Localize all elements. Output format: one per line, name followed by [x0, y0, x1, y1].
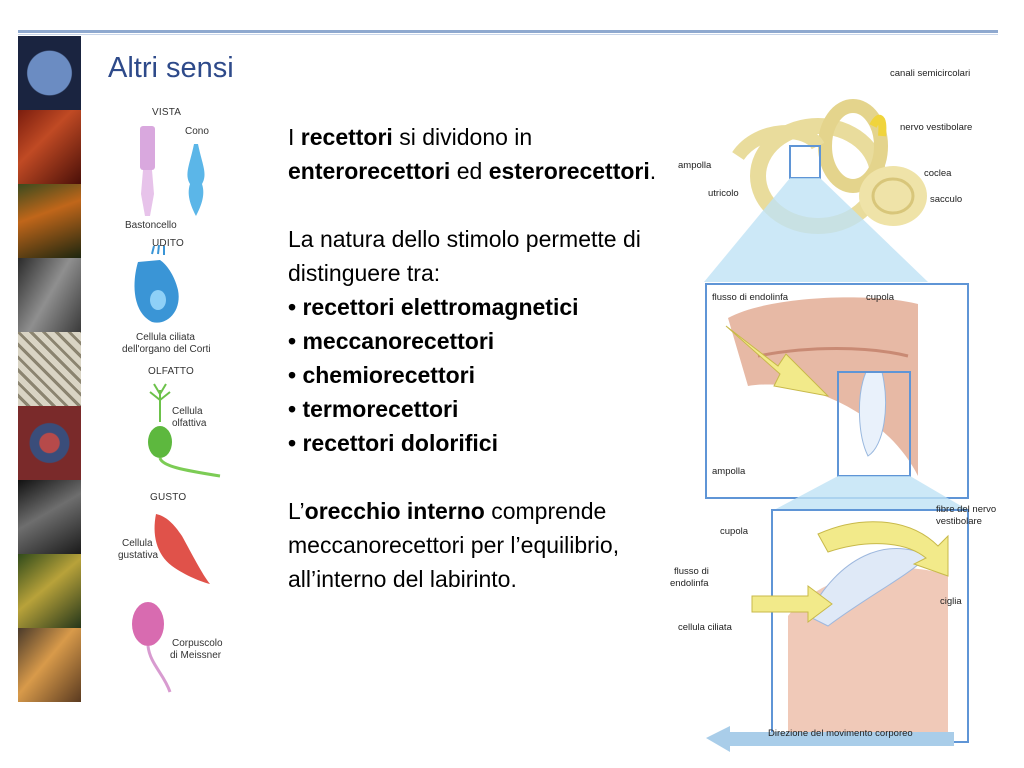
label-cupola-1: cupola — [866, 292, 894, 303]
gustatory-cell — [154, 514, 210, 584]
label-canali-semicircolari: canali semicircolari — [890, 68, 971, 79]
label-cupola-2: cupola — [720, 526, 748, 537]
list-item: meccanorecettori — [288, 324, 668, 358]
label-cellula-ciliata: cellula ciliata — [678, 622, 732, 633]
text-run: ed — [450, 158, 489, 184]
label-coclea: coclea — [924, 168, 952, 179]
spacer — [288, 460, 668, 494]
title-rule-thin — [18, 34, 998, 35]
label-flusso-endolinfa-2b: endolinfa — [670, 578, 709, 589]
label-udito: UDITO — [152, 238, 184, 249]
label-fibre-nervo-1: fibre del nervo — [936, 504, 997, 515]
label-vista: VISTA — [152, 107, 182, 118]
label-ampolla-mid: ampolla — [712, 466, 746, 477]
main-text: I recettori si dividono in enterorecetto… — [288, 120, 668, 596]
text-run: comprende meccanorecettori per l’equilib… — [288, 498, 620, 592]
paragraph-stimulus: La natura dello stimolo permette di dist… — [288, 226, 641, 286]
cone-cell — [187, 144, 205, 216]
term-esterorecettori: esterorecettori — [488, 158, 650, 184]
label-cellula-gustativa-2: gustativa — [118, 550, 159, 561]
label-ampolla-top: ampolla — [678, 160, 712, 171]
receptors-figure: VISTA Cono Bastoncello UDITO Cellula cil… — [112, 104, 242, 694]
paragraph-inner-ear: L’orecchio interno comprende meccanorece… — [288, 494, 668, 596]
label-ciglia: ciglia — [940, 596, 962, 607]
rod-body — [141, 170, 154, 216]
label-direzione-movimento: Direzione del movimento corporeo — [768, 728, 913, 739]
label-bastoncello: Bastoncello — [125, 220, 177, 231]
label-nervo-vestibolare: nervo vestibolare — [900, 122, 973, 133]
list-item: termorecettori — [288, 392, 668, 426]
text-run: si dividono in — [392, 124, 533, 150]
label-corpuscolo-1: Corpuscolo — [172, 638, 223, 649]
label-utricolo: utricolo — [708, 188, 739, 199]
label-cellula-ciliata: Cellula ciliata — [136, 332, 195, 343]
term-orecchio-interno: orecchio interno — [304, 498, 485, 524]
term-enterorecettori: enterorecettori — [288, 158, 451, 184]
olfactory-cell — [149, 383, 171, 422]
label-flusso-endolinfa-2a: flusso di — [674, 566, 709, 577]
label-gusto: GUSTO — [150, 492, 187, 503]
list-item: recettori elettromagnetici — [288, 290, 668, 324]
slide-title: Altri sensi — [108, 52, 234, 84]
inner-ear-illustration — [704, 99, 969, 752]
label-flusso-endolinfa-1: flusso di endolinfa — [712, 292, 789, 303]
label-organo-corti: dell'organo del Corti — [122, 344, 211, 355]
label-cellula-olfattiva-1: Cellula — [172, 406, 203, 417]
decorative-photo-strip — [18, 36, 81, 708]
title-rule — [18, 30, 998, 33]
receptor-type-list: recettori elettromagnetici meccanorecett… — [288, 290, 668, 460]
text-run: . — [649, 158, 657, 184]
meissner-corpuscle — [132, 602, 164, 646]
label-corpuscolo-2: di Meissner — [170, 650, 222, 661]
label-sacculo: sacculo — [930, 194, 963, 205]
label-cellula-gustativa-1: Cellula — [122, 538, 153, 549]
label-olfatto: OLFATTO — [148, 366, 195, 377]
paragraph-receptors: I recettori si dividono in enterorecetto… — [288, 120, 668, 188]
label-fibre-nervo-2: vestibolare — [936, 516, 982, 527]
label-cellula-olfattiva-2: olfattiva — [172, 418, 207, 429]
term-recettori: recettori — [300, 124, 393, 150]
rod-cell — [140, 126, 155, 170]
label-cono: Cono — [185, 126, 209, 137]
text-run: L’ — [288, 498, 305, 524]
inner-ear-figure: canali semicircolari nervo vestibolare a… — [668, 56, 1000, 756]
receptor-illustrations — [132, 126, 221, 693]
spacer — [288, 188, 668, 222]
list-item: recettori dolorifici — [288, 426, 668, 460]
text-run: I — [288, 124, 301, 150]
list-item: chemiorecettori — [288, 358, 668, 392]
